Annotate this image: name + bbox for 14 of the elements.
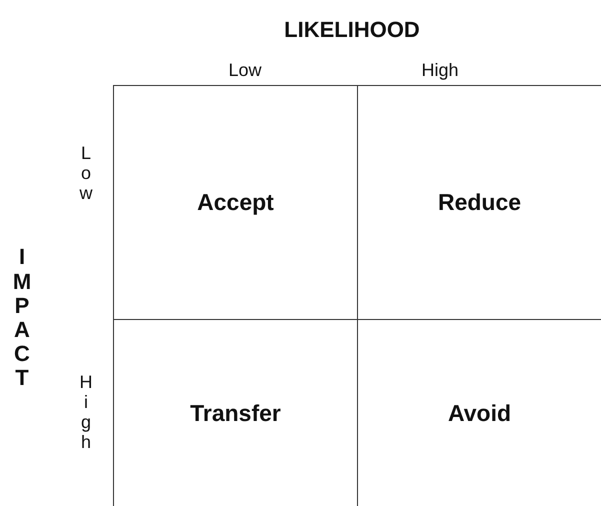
axis-tick-label: Low: [79, 144, 93, 204]
axis-tick-label: Low: [228, 60, 262, 80]
axis-title: IMPACT: [12, 245, 32, 391]
quadrant-cell: [113, 85, 357, 319]
quadrant-cell: [357, 319, 601, 506]
axis-title: LIKELIHOOD: [284, 17, 420, 43]
quadrant-label: Accept: [197, 189, 274, 216]
quadrant-label: Avoid: [448, 400, 512, 426]
quadrant-label: Reduce: [438, 189, 522, 216]
axis-tick-label: High: [421, 60, 459, 80]
quadrant-cell: [357, 85, 601, 319]
quadrant-label: Transfer: [190, 400, 281, 426]
axis-tick-label: High: [79, 373, 93, 453]
quadrant-cell: [113, 319, 357, 506]
